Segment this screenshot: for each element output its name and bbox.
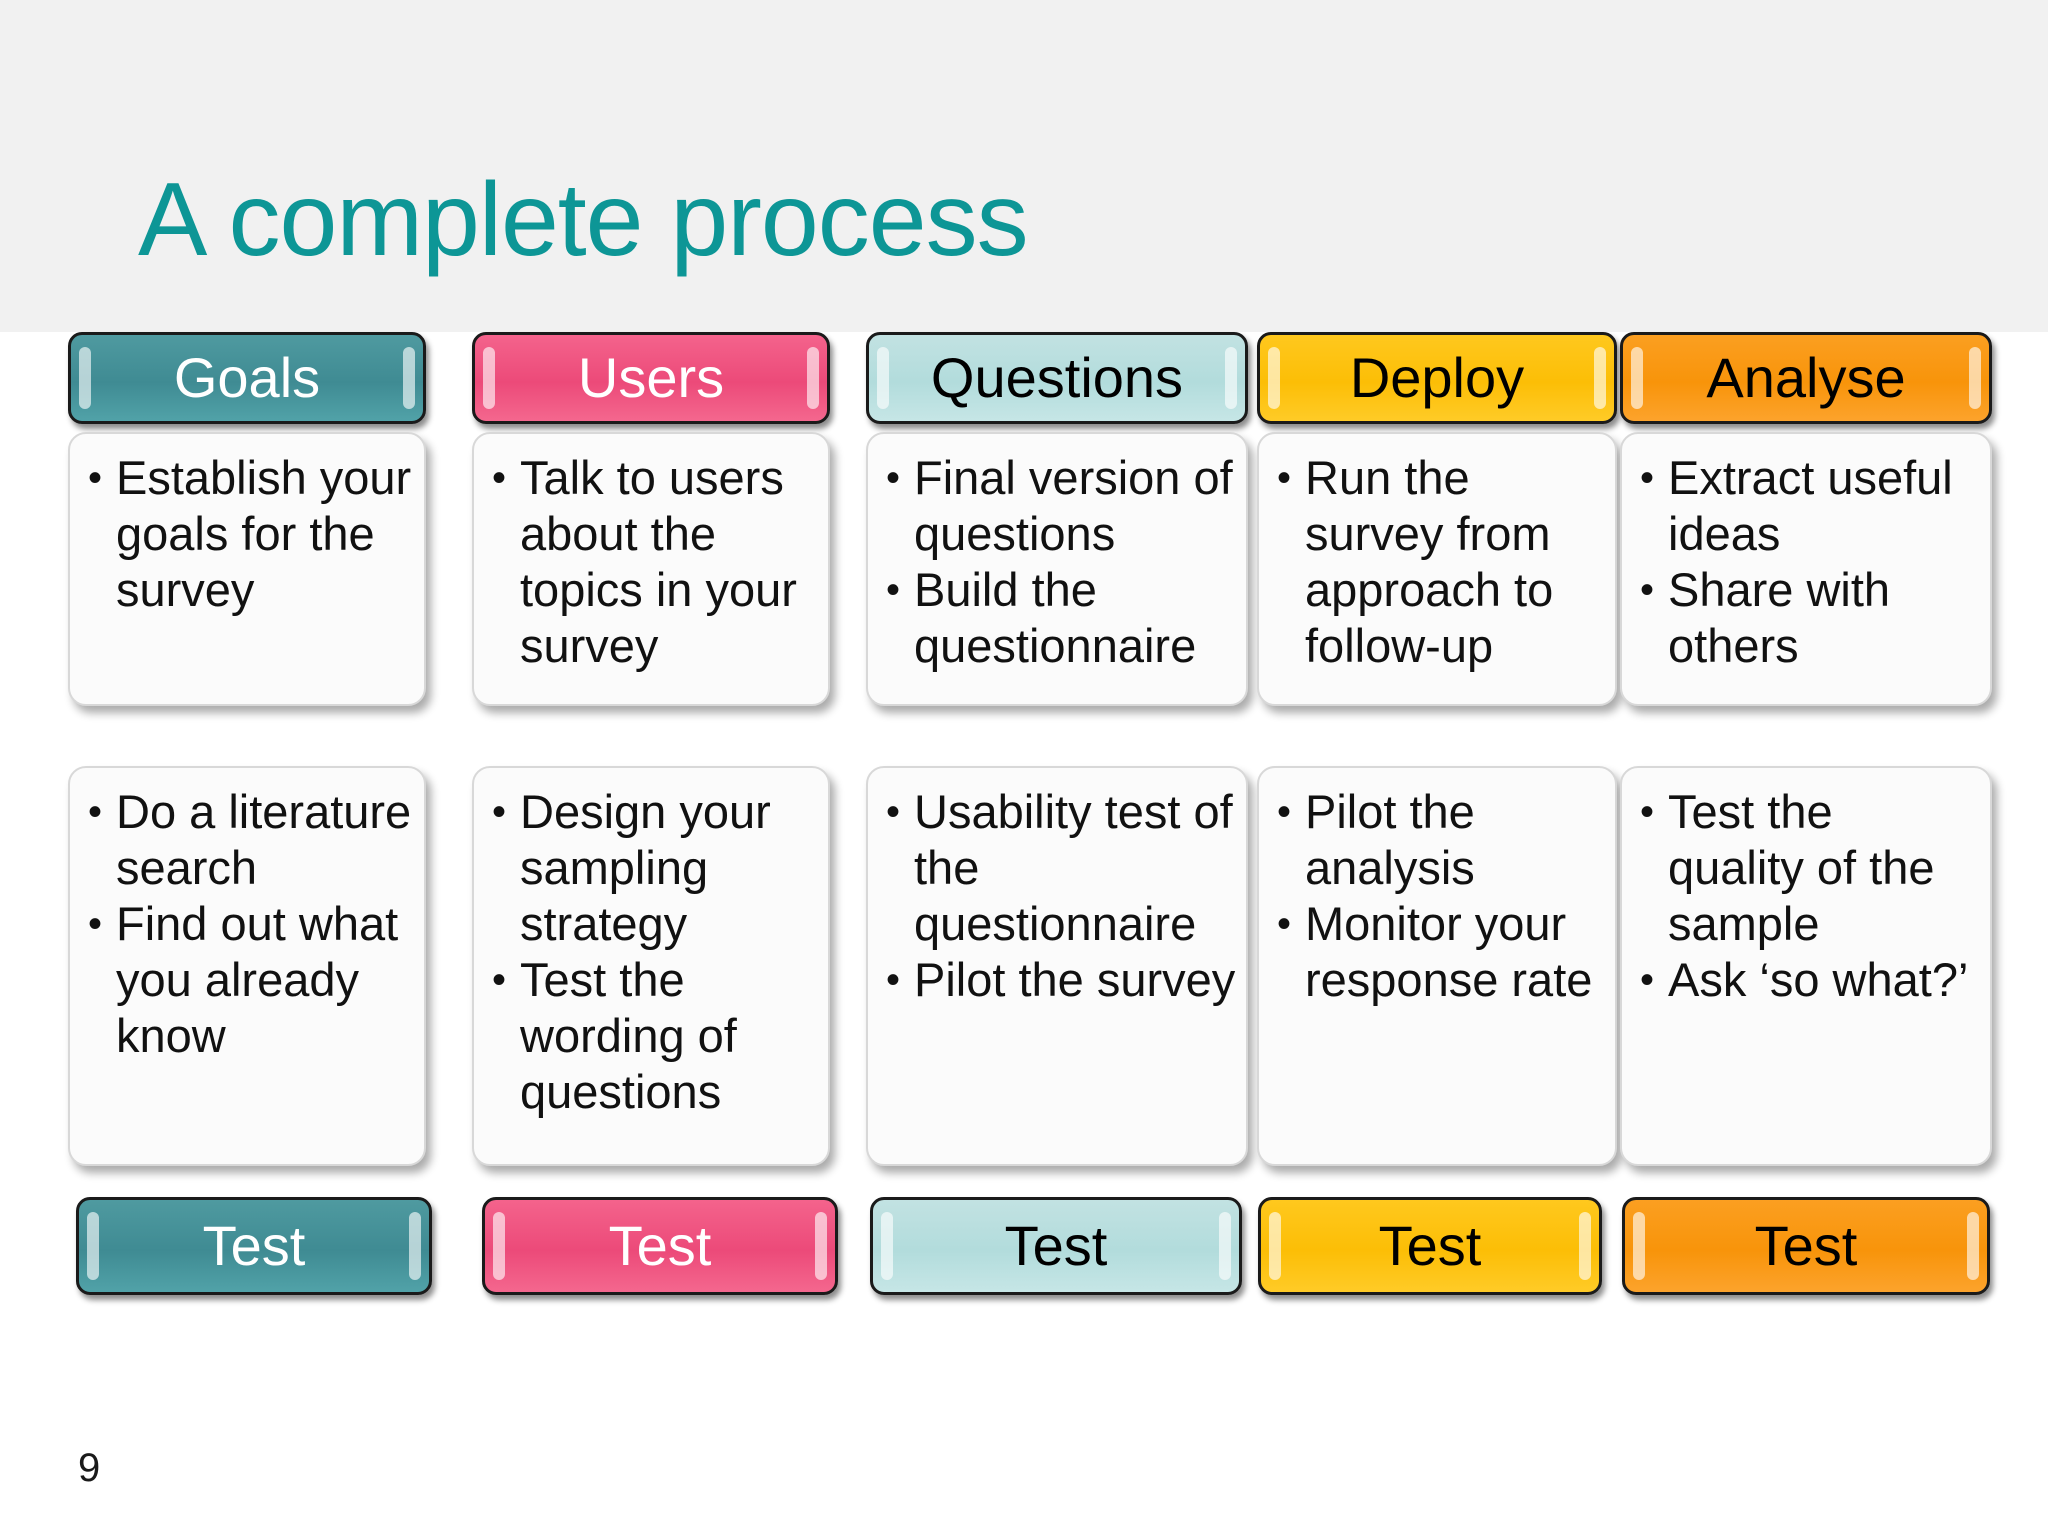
process-column-goals: Goals Establish your goals for the surve…	[68, 332, 426, 1166]
stage-card-row2-goals: Do a literature search Find out what you…	[68, 766, 426, 1166]
process-column-questions: Questions Final version of questions Bui…	[866, 332, 1248, 1166]
stage-header-label: Users	[577, 346, 725, 409]
bullet-list: Test the quality of the sample Ask ‘so w…	[1632, 784, 1980, 1008]
list-item: Pilot the analysis	[1269, 784, 1605, 896]
list-item: Extract useful ideas	[1632, 450, 1980, 562]
test-button-users[interactable]: Test	[482, 1197, 838, 1295]
pill-right-glint-icon	[1969, 347, 1981, 409]
pill-right-glint-icon	[403, 347, 415, 409]
pill-left-glint-icon	[1631, 347, 1643, 409]
stage-card-row1-deploy: Run the survey from approach to follow-u…	[1257, 432, 1617, 706]
test-button-label: Test	[1004, 1214, 1108, 1277]
bullet-list: Run the survey from approach to follow-u…	[1269, 450, 1605, 674]
stage-header-label: Analyse	[1706, 346, 1906, 409]
test-stage-row: Test Test Test Test	[0, 1197, 2048, 1307]
bullet-list: Establish your goals for the survey	[80, 450, 414, 618]
test-button-analyse[interactable]: Test	[1622, 1197, 1990, 1295]
pill-left-glint-icon	[881, 1212, 893, 1280]
list-item: Talk to users about the topics in your s…	[484, 450, 818, 674]
stage-header-questions[interactable]: Questions	[866, 332, 1248, 424]
bullet-list: Pilot the analysis Monitor your response…	[1269, 784, 1605, 1008]
stage-card-row2-questions: Usability test of the questionnaire Pilo…	[866, 766, 1248, 1166]
pill-left-glint-icon	[1269, 1212, 1281, 1280]
bullet-list: Do a literature search Find out what you…	[80, 784, 414, 1064]
test-button-goals[interactable]: Test	[76, 1197, 432, 1295]
page-number: 9	[78, 1446, 101, 1490]
list-item: Establish your goals for the survey	[80, 450, 414, 618]
list-item: Build the questionnaire	[878, 562, 1236, 674]
pill-right-glint-icon	[807, 347, 819, 409]
list-item: Design your sampling strategy	[484, 784, 818, 952]
pill-right-glint-icon	[815, 1212, 827, 1280]
stage-card-row1-analyse: Extract useful ideas Share with others	[1620, 432, 1992, 706]
list-item: Test the quality of the sample	[1632, 784, 1980, 952]
list-item: Usability test of the questionnaire	[878, 784, 1236, 952]
pill-right-glint-icon	[1225, 347, 1237, 409]
list-item: Run the survey from approach to follow-u…	[1269, 450, 1605, 674]
process-column-users: Users Talk to users about the topics in …	[472, 332, 830, 1166]
test-button-deploy[interactable]: Test	[1258, 1197, 1602, 1295]
pill-left-glint-icon	[1633, 1212, 1645, 1280]
test-slot-deploy: Test	[1258, 1197, 1602, 1295]
list-item: Monitor your response rate	[1269, 896, 1605, 1008]
pill-right-glint-icon	[1594, 347, 1606, 409]
stage-card-row1-users: Talk to users about the topics in your s…	[472, 432, 830, 706]
stage-header-users[interactable]: Users	[472, 332, 830, 424]
list-item: Ask ‘so what?’	[1632, 952, 1980, 1008]
list-item: Pilot the survey	[878, 952, 1236, 1008]
stage-header-label: Questions	[930, 346, 1184, 409]
list-item: Test the wording of questions	[484, 952, 818, 1120]
pill-left-glint-icon	[79, 347, 91, 409]
stage-header-goals[interactable]: Goals	[68, 332, 426, 424]
list-item: Find out what you already know	[80, 896, 414, 1064]
list-item: Do a literature search	[80, 784, 414, 896]
bullet-list: Usability test of the questionnaire Pilo…	[878, 784, 1236, 1008]
bullet-list: Extract useful ideas Share with others	[1632, 450, 1980, 674]
bullet-list: Design your sampling strategy Test the w…	[484, 784, 818, 1120]
test-button-label: Test	[202, 1214, 306, 1277]
stage-card-row1-questions: Final version of questions Build the que…	[866, 432, 1248, 706]
stage-card-row2-analyse: Test the quality of the sample Ask ‘so w…	[1620, 766, 1992, 1166]
test-button-label: Test	[1754, 1214, 1858, 1277]
pill-left-glint-icon	[483, 347, 495, 409]
stage-card-row2-deploy: Pilot the analysis Monitor your response…	[1257, 766, 1617, 1166]
process-column-deploy: Deploy Run the survey from approach to f…	[1257, 332, 1617, 1166]
test-slot-users: Test	[482, 1197, 838, 1295]
process-column-analyse: Analyse Extract useful ideas Share with …	[1620, 332, 1992, 1166]
page-title: A complete process	[138, 162, 1029, 278]
stage-card-row1-goals: Establish your goals for the survey	[68, 432, 426, 706]
test-button-questions[interactable]: Test	[870, 1197, 1242, 1295]
process-diagram: Goals Establish your goals for the surve…	[0, 332, 2048, 1432]
stage-card-row2-users: Design your sampling strategy Test the w…	[472, 766, 830, 1166]
pill-left-glint-icon	[87, 1212, 99, 1280]
test-button-label: Test	[608, 1214, 712, 1277]
test-button-label: Test	[1378, 1214, 1482, 1277]
pill-left-glint-icon	[493, 1212, 505, 1280]
pill-right-glint-icon	[1579, 1212, 1591, 1280]
title-band: A complete process	[0, 0, 2048, 332]
stage-header-label: Goals	[173, 346, 321, 409]
test-slot-questions: Test	[870, 1197, 1242, 1295]
bullet-list: Final version of questions Build the que…	[878, 450, 1236, 674]
list-item: Share with others	[1632, 562, 1980, 674]
bullet-list: Talk to users about the topics in your s…	[484, 450, 818, 674]
list-item: Final version of questions	[878, 450, 1236, 562]
pill-right-glint-icon	[1219, 1212, 1231, 1280]
stage-header-analyse[interactable]: Analyse	[1620, 332, 1992, 424]
pill-left-glint-icon	[877, 347, 889, 409]
pill-right-glint-icon	[1967, 1212, 1979, 1280]
pill-left-glint-icon	[1268, 347, 1280, 409]
test-slot-analyse: Test	[1622, 1197, 1990, 1295]
test-slot-goals: Test	[76, 1197, 432, 1295]
stage-header-label: Deploy	[1349, 346, 1525, 409]
stage-header-deploy[interactable]: Deploy	[1257, 332, 1617, 424]
pill-right-glint-icon	[409, 1212, 421, 1280]
